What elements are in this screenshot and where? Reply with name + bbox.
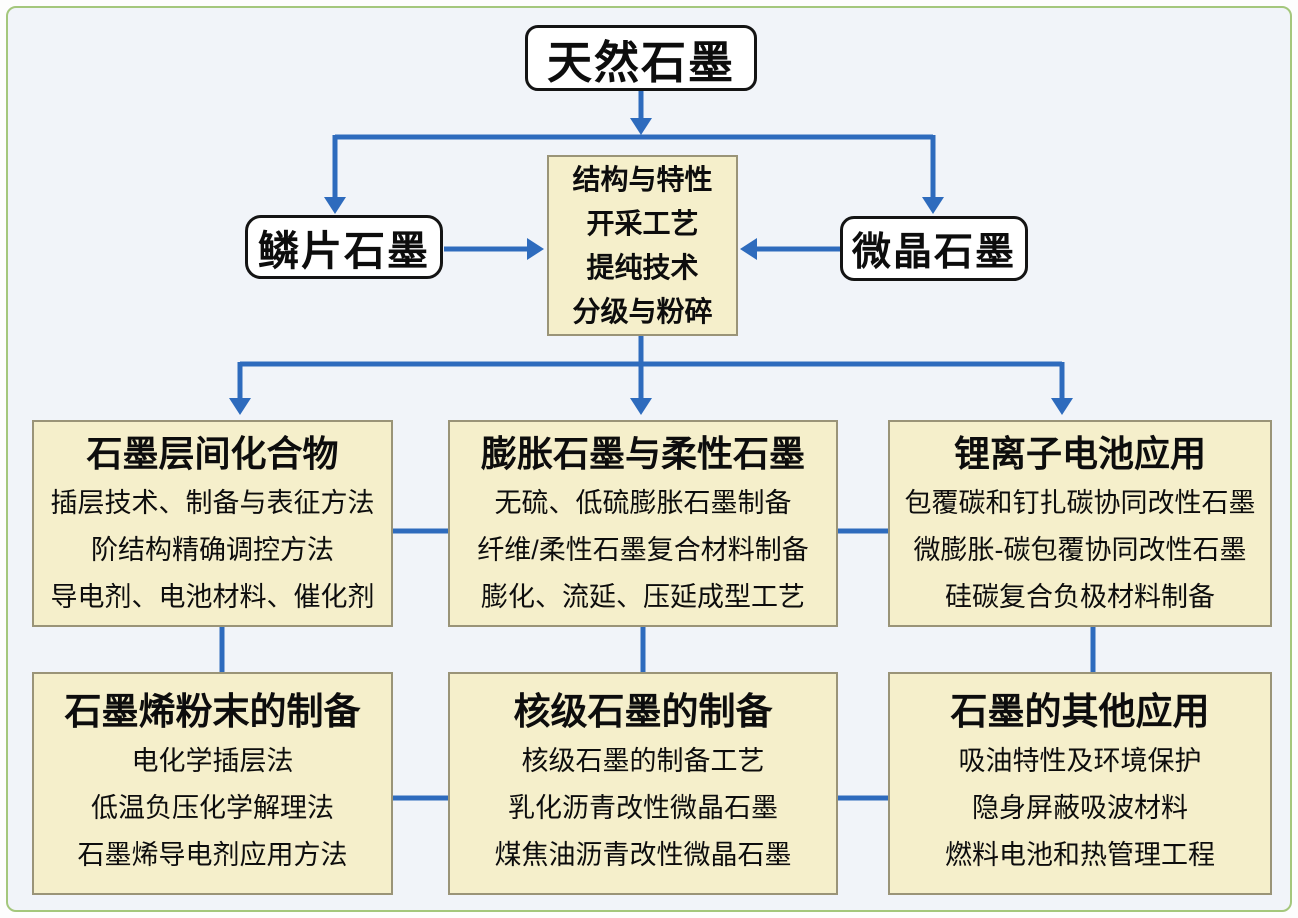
- topic-box-lithium-battery-applications: 锂离子电池应用 包覆碳和钉扎碳协同改性石墨 微膨胀-碳包覆协同改性石墨 硅碳复合…: [888, 420, 1272, 627]
- topic-item: 煤焦油沥青改性微晶石墨: [494, 840, 792, 870]
- arrowhead-col1-down: [229, 398, 251, 415]
- node-process-overview: 结构与特性 开采工艺 提纯技术 分级与粉碎: [547, 155, 738, 336]
- topic-box-graphene-powder-preparation: 石墨烯粉末的制备 电化学插层法 低温负压化学解理法 石墨烯导电剂应用方法: [32, 672, 393, 895]
- arrowhead-root-down: [630, 118, 652, 135]
- node-flake-graphite: 鳞片石墨: [245, 215, 443, 279]
- topic-box-other-graphite-applications: 石墨的其他应用 吸油特性及环境保护 隐身屏蔽吸波材料 燃料电池和热管理工程: [888, 672, 1272, 895]
- topic-item: 低温负压化学解理法: [91, 793, 334, 823]
- topic-item: 微膨胀-碳包覆协同改性石墨: [913, 535, 1247, 565]
- arrowhead-flake-down: [324, 197, 346, 214]
- arrowhead-process-right: [527, 238, 544, 260]
- topic-item: 隐身屏蔽吸波材料: [972, 793, 1188, 823]
- topic-box-nuclear-grade-graphite: 核级石墨的制备 核级石墨的制备工艺 乳化沥青改性微晶石墨 煤焦油沥青改性微晶石墨: [448, 672, 838, 895]
- topic-title: 核级石墨的制备: [513, 691, 773, 732]
- topic-item: 无硫、低硫膨胀石墨制备: [494, 488, 792, 518]
- node-microcrystalline-graphite: 微晶石墨: [840, 216, 1028, 281]
- process-line: 分级与粉碎: [572, 295, 713, 327]
- process-line: 结构与特性: [572, 163, 713, 195]
- topic-title: 石墨的其他应用: [950, 691, 1210, 732]
- topic-item: 膨化、流延、压延成型工艺: [481, 582, 805, 612]
- topic-item: 核级石墨的制备工艺: [521, 746, 765, 776]
- topic-item: 电化学插层法: [131, 746, 294, 776]
- topic-item: 乳化沥青改性微晶石墨: [508, 793, 778, 823]
- arrowhead-col3-down: [1051, 398, 1073, 415]
- process-line: 提纯技术: [586, 251, 699, 283]
- node-natural-graphite: 天然石墨: [525, 25, 757, 91]
- topic-title: 膨胀石墨与柔性石墨: [480, 433, 805, 474]
- topic-title: 锂离子电池应用: [953, 433, 1206, 474]
- topic-item: 导电剂、电池材料、催化剂: [50, 582, 375, 612]
- topic-item: 吸油特性及环境保护: [958, 746, 1202, 776]
- topic-item: 石墨烯导电剂应用方法: [77, 840, 348, 870]
- topic-item: 插层技术、制备与表征方法: [50, 488, 375, 518]
- topic-item: 纤维/柔性石墨复合材料制备: [477, 535, 809, 565]
- topic-item: 燃料电池和热管理工程: [945, 840, 1215, 870]
- topic-title: 石墨层间化合物: [86, 433, 339, 474]
- topic-item: 包覆碳和钉扎碳协同改性石墨: [904, 488, 1256, 518]
- arrowhead-process-left: [740, 238, 757, 260]
- arrowhead-micro-down: [922, 197, 944, 214]
- process-line: 开采工艺: [586, 207, 699, 239]
- topic-title: 石墨烯粉末的制备: [64, 691, 361, 732]
- topic-item: 阶结构精确调控方法: [91, 535, 334, 565]
- topic-box-expanded-flexible-graphite: 膨胀石墨与柔性石墨 无硫、低硫膨胀石墨制备 纤维/柔性石墨复合材料制备 膨化、流…: [448, 420, 838, 627]
- arrowhead-col2-down: [630, 398, 652, 415]
- topic-item: 硅碳复合负极材料制备: [945, 582, 1215, 612]
- topic-box-intercalation-compounds: 石墨层间化合物 插层技术、制备与表征方法 阶结构精确调控方法 导电剂、电池材料、…: [32, 420, 393, 627]
